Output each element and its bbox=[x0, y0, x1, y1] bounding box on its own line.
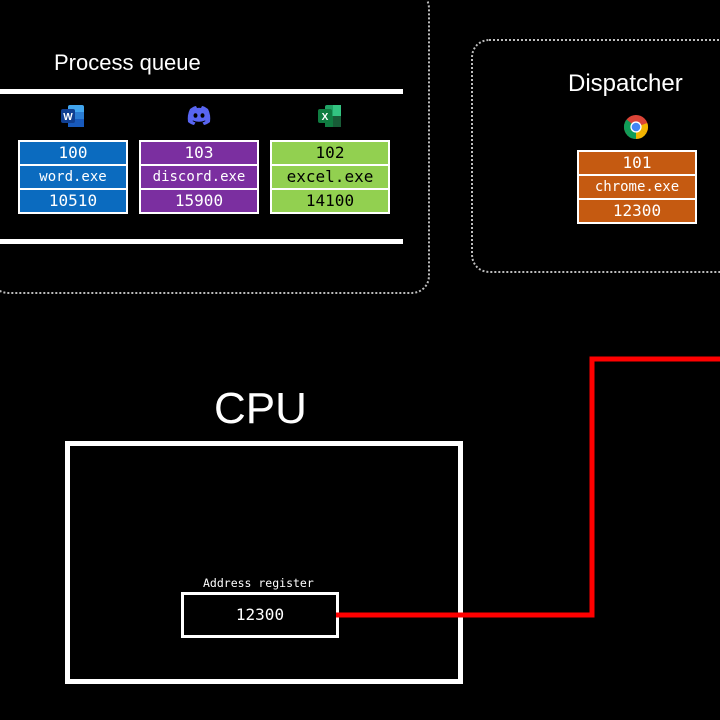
svg-text:W: W bbox=[63, 112, 73, 123]
process-card-discord: 103 discord.exe 15900 bbox=[139, 140, 259, 214]
process-address: 15900 bbox=[141, 188, 257, 212]
process-pid: 102 bbox=[272, 142, 388, 164]
svg-text:X: X bbox=[322, 112, 329, 123]
process-address: 14100 bbox=[272, 188, 388, 212]
cpu-title: CPU bbox=[214, 384, 307, 433]
process-card-chrome: 101 chrome.exe 12300 bbox=[577, 150, 697, 224]
excel-icon: X bbox=[318, 105, 341, 127]
process-address: 12300 bbox=[579, 198, 695, 222]
queue-bottom-bar bbox=[0, 239, 403, 244]
chrome-icon bbox=[623, 115, 648, 140]
cpu-box bbox=[65, 441, 463, 684]
process-queue-panel bbox=[0, 0, 430, 294]
process-address: 10510 bbox=[20, 188, 126, 212]
process-name: discord.exe bbox=[141, 164, 257, 188]
address-register-label: Address register bbox=[203, 576, 314, 590]
dispatcher-title: Dispatcher bbox=[568, 70, 683, 97]
process-card-word: 100 word.exe 10510 bbox=[18, 140, 128, 214]
process-card-excel: 102 excel.exe 14100 bbox=[270, 140, 390, 214]
dispatcher-panel bbox=[471, 39, 720, 273]
process-pid: 101 bbox=[579, 152, 695, 174]
process-name: excel.exe bbox=[272, 164, 388, 188]
word-icon: W bbox=[61, 105, 84, 127]
process-name: chrome.exe bbox=[579, 174, 695, 198]
process-name: word.exe bbox=[20, 164, 126, 188]
queue-top-bar bbox=[0, 89, 403, 94]
process-queue-title: Process queue bbox=[54, 50, 201, 75]
process-pid: 100 bbox=[20, 142, 126, 164]
process-pid: 103 bbox=[141, 142, 257, 164]
discord-icon bbox=[187, 106, 211, 125]
